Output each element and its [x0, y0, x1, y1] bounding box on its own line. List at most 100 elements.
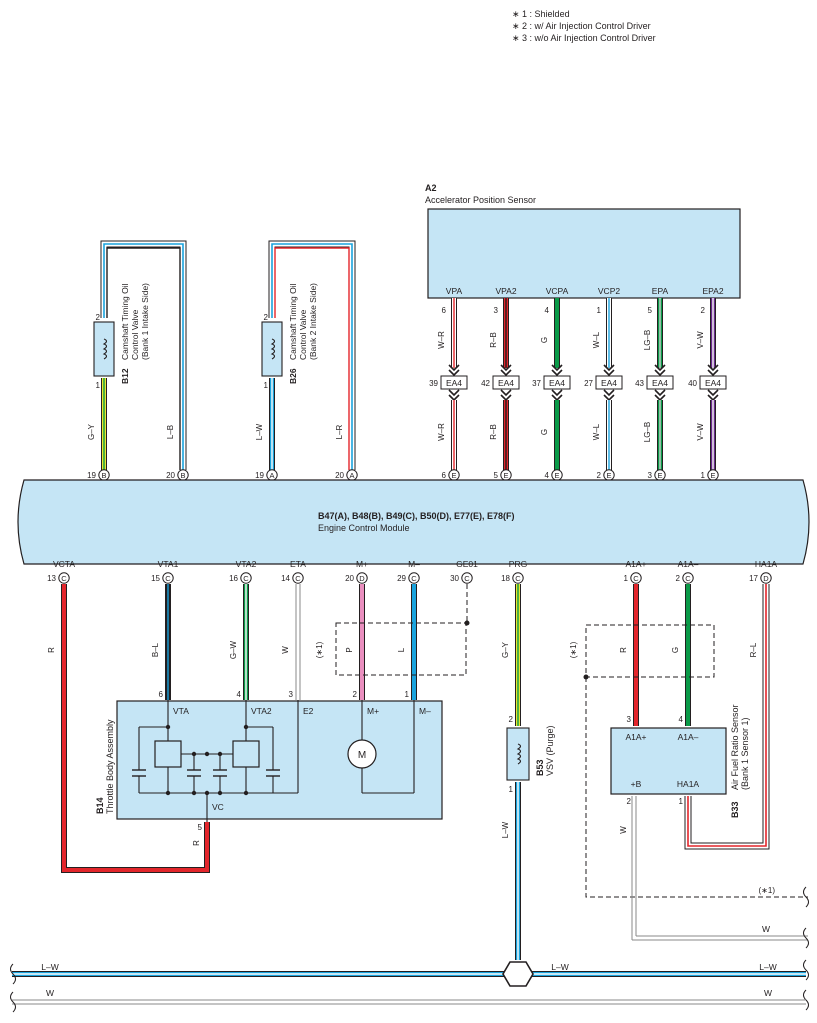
- aps-wire-label-bot-1: R–B: [489, 424, 498, 440]
- vcta-wire-fill: [62, 584, 209, 872]
- af-name-2: (Bank 1 Sensor 1): [740, 717, 750, 790]
- ecm-conn-6-letter: C: [464, 574, 470, 583]
- aps-chevron-5: [707, 364, 719, 377]
- aps-name: Accelerator Position Sensor: [425, 195, 536, 205]
- wire-label-a1aminus: G: [671, 647, 680, 653]
- aps-term-4: EPA: [652, 286, 669, 296]
- ecm-title: B47(A), B48(B), B49(C), B50(D), E77(E), …: [318, 511, 515, 521]
- valve-b26-coil-coil: [270, 338, 276, 360]
- throttle-vc-wire-label: R: [192, 840, 201, 846]
- note-without-air-injection: ∗ 3 : w/o Air Injection Control Driver: [512, 33, 656, 43]
- ecm-pin-10: 17: [749, 574, 758, 583]
- aps-box: [427, 208, 741, 299]
- throttle-term-0: VTA: [173, 706, 189, 716]
- ecm-conn-0-circle: [58, 572, 70, 584]
- aps-term-2: VCPA: [546, 286, 569, 296]
- aps-conn-label-0: EA4: [446, 378, 462, 388]
- aps-ecm-pin-4: 3: [648, 471, 653, 480]
- ecm-conn-7-circle: [512, 572, 524, 584]
- shield-label-throttle: (∗1): [315, 641, 324, 658]
- ecm-conn-7-letter: C: [515, 574, 521, 583]
- wire-label-vcta: R: [47, 647, 56, 653]
- ecm-box: [17, 479, 810, 565]
- throttle-cap-c-gap: [214, 770, 226, 776]
- ecm-conn-2-circle: [240, 572, 252, 584]
- valve-ecm-conn-0-letter: B: [101, 471, 106, 480]
- ecm-term-4: M+: [356, 559, 368, 569]
- right-shield-label: (∗1): [759, 886, 776, 895]
- throttle-node-9: [243, 790, 249, 796]
- throttle-node-5: [165, 790, 171, 796]
- throttle-node-8: [217, 790, 223, 796]
- wire-label-eta: W: [281, 646, 290, 654]
- aps-ecm-conn-0-letter: E: [451, 471, 456, 480]
- af-term-3: HA1A: [677, 779, 700, 789]
- aps-pin-0: 6: [442, 306, 447, 315]
- ecm-conn-9-letter: C: [685, 574, 691, 583]
- aps-pin-2: 4: [545, 306, 550, 315]
- af-term-0: A1A+: [625, 732, 646, 742]
- valve-b12-pin-top: 2: [96, 313, 101, 322]
- ecm-conn-5-letter: C: [411, 574, 417, 583]
- vsv-coil-coil: [516, 743, 522, 765]
- aps-chevron-2: [551, 364, 563, 377]
- aps-conn-pin-2: 37: [532, 379, 541, 388]
- aps-conn-box-3: [595, 375, 623, 390]
- aps-chevron-low-1: [500, 389, 512, 402]
- af-name-1: Air Fuel Ratio Sensor: [730, 704, 740, 790]
- throttle-code: B14: [95, 797, 105, 814]
- bus-w-label-5: W: [764, 988, 772, 998]
- ecm-term-8: A1A+: [625, 559, 646, 569]
- valve-wire-label-0: G–Y: [87, 423, 96, 440]
- aps-pin-5: 2: [701, 306, 706, 315]
- wire-label-vta1: B–L: [151, 642, 160, 657]
- ecm-pin-5: 29: [397, 574, 406, 583]
- aps-pin-1: 3: [494, 306, 499, 315]
- valve-b26-pin-top: 2: [264, 313, 269, 322]
- af-b-wire-label: W: [619, 826, 628, 834]
- note-shielded: ∗ 1 : Shielded: [512, 9, 570, 19]
- throttle-cap-a-gap: [133, 770, 145, 776]
- b26-name-1: Camshaft Timing Oil: [288, 283, 298, 360]
- vsv-name: VSV (Purge): [545, 725, 555, 776]
- throttle-name: Throttle Body Assembly: [105, 719, 115, 814]
- ecm-conn-10-circle: [760, 572, 772, 584]
- aps-conn-box-0: [440, 375, 468, 390]
- vsv-pin-top: 2: [509, 715, 514, 724]
- break-mark-right-1: [803, 927, 809, 949]
- ecm-conn-6-circle: [461, 572, 473, 584]
- af-code: B33: [730, 801, 740, 818]
- aps-conn-box-5: [699, 375, 727, 390]
- right-w-label: W: [762, 924, 770, 934]
- aps-conn-label-3: EA4: [601, 378, 617, 388]
- note-with-air-injection: ∗ 2 : w/ Air Injection Control Driver: [512, 21, 651, 31]
- af-pin-0: 3: [627, 715, 632, 724]
- throttle-pin-2: 3: [289, 690, 294, 699]
- ecm-pin-6: 30: [450, 574, 459, 583]
- ecm-term-10: HA1A: [755, 559, 778, 569]
- valve-b12-pin-bot: 1: [96, 381, 101, 390]
- throttle-node-2: [191, 751, 197, 757]
- throttle-term-4: M–: [419, 706, 431, 716]
- ecm-term-0: VCTA: [53, 559, 75, 569]
- throttle-node-4: [217, 751, 223, 757]
- valve-wire-label-2: L–W: [255, 423, 264, 440]
- ecm-pin-9: 2: [676, 574, 681, 583]
- valve-wire-label-1: L–B: [166, 425, 175, 439]
- wire-label-vta2: G–W: [229, 640, 238, 659]
- shield-label-af: (∗1): [569, 641, 578, 658]
- ecm-term-1: VTA1: [158, 559, 179, 569]
- aps-conn-pin-1: 42: [481, 379, 490, 388]
- aps-ecm-conn-5-letter: E: [710, 471, 715, 480]
- valve-b26-return-stripe: [274, 247, 350, 470]
- aps-term-5: EPA2: [702, 286, 723, 296]
- aps-pin-4: 5: [648, 306, 653, 315]
- ecm-pin-3: 14: [281, 574, 290, 583]
- aps-conn-pin-0: 39: [429, 379, 438, 388]
- aps-chevron-low-0: [448, 389, 460, 402]
- af-pin-3: 1: [679, 797, 684, 806]
- aps-ecm-pin-5: 1: [701, 471, 706, 480]
